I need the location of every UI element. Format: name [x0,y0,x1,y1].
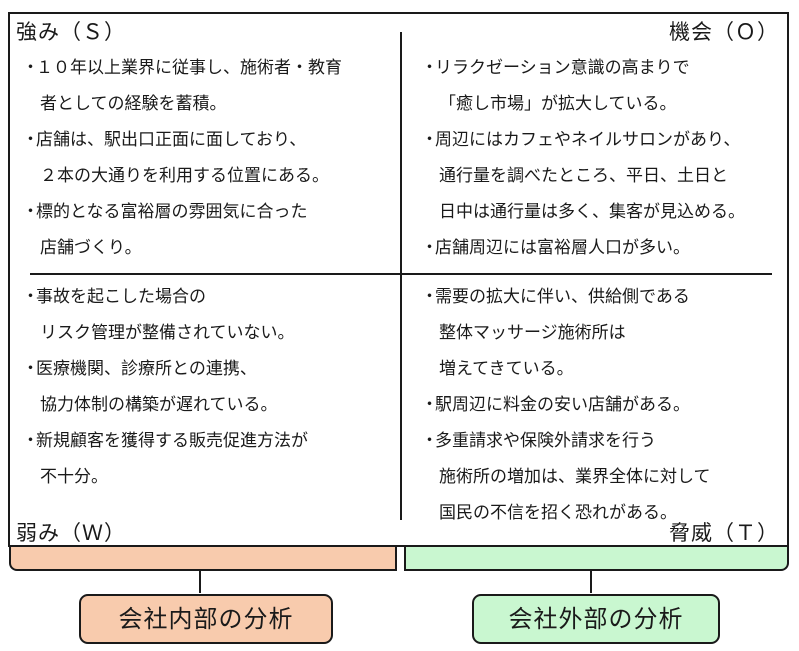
list-item: ・事故を起こした場合のリスク管理が整備されていない。 [22,279,308,351]
threats-list: ・需要の拡大に伴い、供給側である整体マッサージ施術所は増えてきている。・駅周辺に… [421,279,711,531]
weaknesses-label: 弱み（Ｗ） [16,521,126,545]
internal-analysis-box: 会社内部の分析 [79,594,333,644]
bullet-mark: ・ [421,238,438,258]
opportunities-label: 機会（Ｏ） [669,20,779,44]
list-item: ・リラクゼーション意識の高まりで「癒し市場」が拡大している。 [421,50,745,122]
item-text-line: 整体マッサージ施術所は [439,323,626,343]
list-item: ・新規顧客を獲得する販売促進方法が不十分。 [22,423,308,495]
external-connector [590,569,592,593]
item-text-line: 周辺にはカフェやネイルサロンがあり、 [435,130,741,150]
item-text-line: 不十分。 [40,467,108,487]
bullet-mark: ・ [421,431,438,451]
list-item: ・店舗は、駅出口正面に面しており、 ２本の大通りを利用する位置にある。 [22,122,342,194]
bullet-mark: ・ [421,395,438,415]
item-text-line: 増えてきている。 [439,359,574,379]
item-text-line: 医療機関、診療所との連携、 [36,359,257,379]
list-item: ・１０年以上業界に従事し、施術者・教育者としての経験を蓄積。 [22,50,342,122]
item-text-line: 者としての経験を蓄積。 [40,94,227,114]
threats-label: 脅威（Ｔ） [669,521,779,545]
item-text-line: 多重請求や保険外請求を行う [435,431,656,451]
item-text-line: 標的となる富裕層の雰囲気に合った [36,202,308,222]
item-text-line: 協力体制の構築が遅れている。 [40,395,278,415]
item-text-line: 店舗周辺には富裕層人口が多い。 [435,238,690,258]
item-text-line: 日中は通行量は多く、集客が見込める。 [439,202,745,222]
horizontal-divider [30,273,772,275]
list-item: ・店舗周辺には富裕層人口が多い。 [421,230,745,266]
bullet-mark: ・ [22,58,39,78]
list-item: ・医療機関、診療所との連携、協力体制の構築が遅れている。 [22,351,308,423]
bullet-mark: ・ [421,58,438,78]
swot-frame [8,12,789,547]
external-bracket [404,547,789,571]
bullet-mark: ・ [22,359,39,379]
item-text-line: １０年以上業界に従事し、施術者・教育 [36,58,342,78]
strengths-label: 強み（Ｓ） [16,20,126,44]
bullet-mark: ・ [421,287,438,307]
item-text-line: リラクゼーション意識の高まりで [435,58,690,78]
list-item: ・駅周辺に料金の安い店舗がある。 [421,387,711,423]
bullet-mark: ・ [421,130,438,150]
item-text-line: ２本の大通りを利用する位置にある。 [40,166,329,186]
weaknesses-list: ・事故を起こした場合のリスク管理が整備されていない。・医療機関、診療所との連携、… [22,279,308,495]
item-text-line: 国民の不信を招く恐れがある。 [439,503,677,523]
list-item: ・需要の拡大に伴い、供給側である整体マッサージ施術所は増えてきている。 [421,279,711,387]
list-item: ・多重請求や保険外請求を行う施術所の増加は、業界全体に対して国民の不信を招く恐れ… [421,423,711,531]
internal-bracket [9,547,397,571]
item-text-line: 需要の拡大に伴い、供給側である [435,287,690,307]
bullet-mark: ・ [22,130,39,150]
item-text-line: リスク管理が整備されていない。 [40,323,295,343]
item-text-line: 新規顧客を獲得する販売促進方法が [36,431,308,451]
bullet-mark: ・ [22,202,39,222]
external-analysis-box: 会社外部の分析 [472,594,720,644]
bullet-mark: ・ [22,287,39,307]
item-text-line: 店舗づくり。 [40,238,142,258]
item-text-line: 駅周辺に料金の安い店舗がある。 [435,395,690,415]
bullet-mark: ・ [22,431,39,451]
item-text-line: 店舗は、駅出口正面に面しており、 [36,130,307,150]
list-item: ・標的となる富裕層の雰囲気に合った店舗づくり。 [22,194,342,266]
strengths-list: ・１０年以上業界に従事し、施術者・教育者としての経験を蓄積。・店舗は、駅出口正面… [22,50,342,266]
item-text-line: 通行量を調べたところ、平日、土日と [439,166,728,186]
item-text-line: 「癒し市場」が拡大している。 [439,94,677,114]
item-text-line: 施術所の増加は、業界全体に対して [439,467,711,487]
vertical-divider [400,32,402,520]
list-item: ・周辺にはカフェやネイルサロンがあり、通行量を調べたところ、平日、土日と日中は通… [421,122,745,230]
item-text-line: 事故を起こした場合の [36,287,206,307]
opportunities-list: ・リラクゼーション意識の高まりで「癒し市場」が拡大している。・周辺にはカフェやネ… [421,50,745,266]
internal-connector [199,569,201,593]
